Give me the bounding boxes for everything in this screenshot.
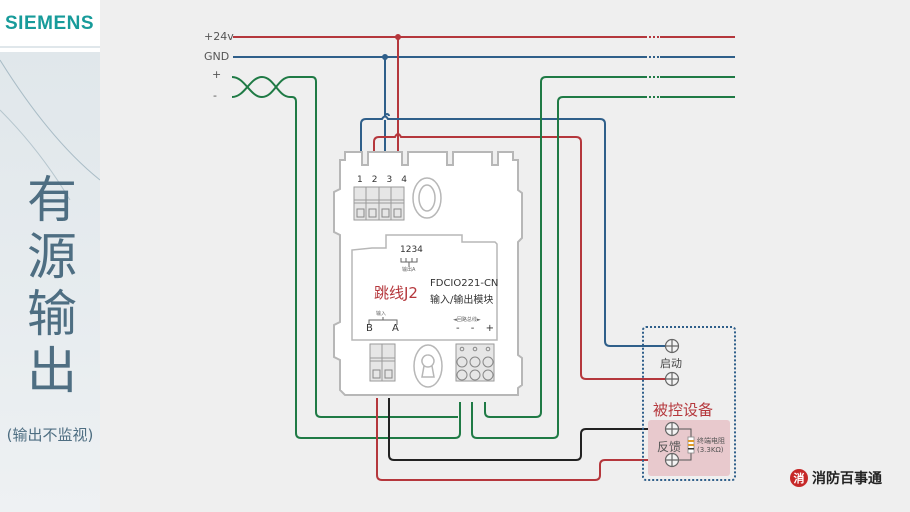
screw-terminal-icon bbox=[664, 452, 680, 468]
terminal-number: 2 bbox=[371, 175, 378, 185]
page-subtitle: (输出不监视) bbox=[6, 426, 94, 444]
input-terminal-a: A bbox=[392, 323, 399, 334]
screw-terminal-icon bbox=[664, 421, 680, 437]
wire-feedback-black bbox=[388, 398, 672, 461]
loop-terminal: - bbox=[456, 323, 460, 334]
input-terminal-b: B bbox=[366, 323, 373, 334]
jumper-label: 跳线J2 bbox=[374, 284, 418, 302]
wire-feedback-red bbox=[376, 398, 672, 481]
label-plus: + bbox=[212, 68, 222, 81]
title-char: 有 bbox=[27, 171, 77, 229]
terminal-number: 1 bbox=[357, 175, 363, 185]
wire-loop-plus bbox=[540, 76, 645, 398]
feedback-label: 反馈 bbox=[657, 440, 682, 454]
module-model: FDCIO221-CN bbox=[430, 278, 499, 289]
sidebar: SIEMENS 有 源 输 出 (输出不监视) bbox=[0, 0, 100, 512]
title-char: 输 bbox=[27, 285, 77, 343]
jumper-numbers: 1234 bbox=[400, 245, 423, 255]
module-body bbox=[333, 151, 523, 396]
wire-loop-link bbox=[471, 398, 559, 439]
resistor-label: 终端电阻 bbox=[697, 437, 725, 445]
wire-loop-link bbox=[484, 398, 542, 418]
siemens-logo: SIEMENS bbox=[5, 13, 95, 34]
label-minus: - bbox=[213, 89, 217, 102]
wire-loop-minus bbox=[557, 96, 645, 398]
loop-terminals: - - + bbox=[456, 323, 494, 334]
loop-terminal: + bbox=[485, 323, 494, 334]
wire-start-blue bbox=[360, 115, 672, 347]
controlled-device-box bbox=[642, 326, 736, 481]
terminal-number: 4 bbox=[401, 175, 407, 185]
device-title: 被控设备 bbox=[653, 401, 714, 419]
loop-terminal: - bbox=[470, 323, 475, 334]
title-char: 源 bbox=[27, 228, 77, 286]
decorative-arcs bbox=[0, 59, 100, 201]
logo-bar: SIEMENS bbox=[0, 0, 100, 46]
terminal-numbers: 1 2 3 4 bbox=[357, 175, 407, 185]
page-title: 有 源 输 出 bbox=[22, 172, 82, 400]
loop-caption: ◄回路总线► bbox=[453, 317, 481, 323]
module-description: 输入/输出模块 bbox=[430, 295, 494, 306]
resistor-icon bbox=[679, 428, 695, 461]
title-char: 出 bbox=[27, 342, 77, 400]
divider bbox=[0, 48, 100, 52]
terminal-number: 3 bbox=[386, 175, 393, 185]
wire-start-red bbox=[373, 133, 672, 380]
label-24v: +24v bbox=[204, 30, 234, 43]
label-gnd: GND bbox=[204, 50, 230, 63]
resistor-value: (3.3KΩ) bbox=[697, 446, 724, 454]
brand-name: 消防百事通 bbox=[812, 471, 882, 487]
twisted-pair bbox=[231, 75, 461, 439]
screw-terminal-icon bbox=[664, 338, 680, 354]
jumper-caption: 输出A bbox=[402, 267, 416, 273]
brand-icon: 消 bbox=[790, 469, 808, 487]
start-label: 启动 bbox=[660, 357, 682, 370]
screw-terminal-icon bbox=[664, 371, 680, 387]
input-caption: 输入 bbox=[376, 311, 387, 317]
brand-logo: 消 消防百事通 bbox=[790, 468, 882, 488]
